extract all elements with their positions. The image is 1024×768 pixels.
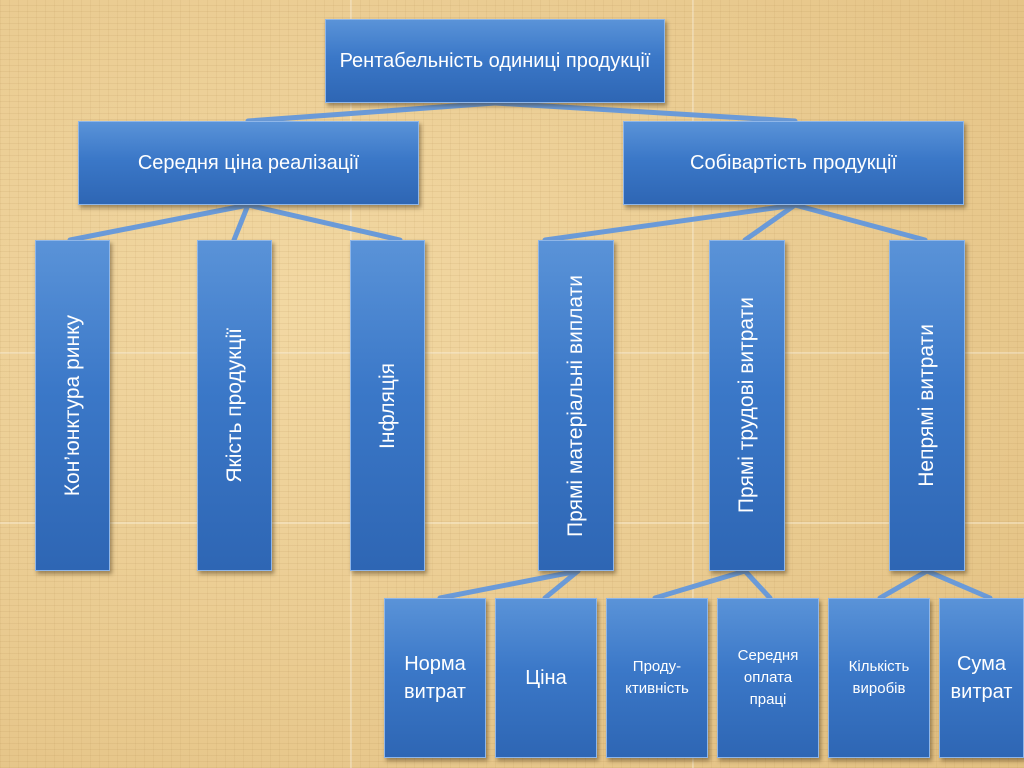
connector (67, 202, 251, 243)
node-label: Сума витрат (950, 653, 1013, 703)
node-total-costs: Сума витрат (939, 598, 1024, 758)
connector (877, 568, 930, 601)
node-label: Непрямі витрати (915, 324, 938, 487)
node-label: Прямі матеріальні виплати (564, 274, 587, 537)
node-label: Середня оплата праці (737, 647, 799, 708)
node-label: Собівартість продукції (690, 152, 897, 174)
node-profitability: Рентабельність одиниці продукції (325, 19, 665, 103)
node-label: Норма витрат (404, 653, 466, 703)
node-label: Якість продукції (222, 328, 246, 483)
node-inflation: Інфляція (350, 240, 425, 571)
node-label: Кон’юнктура ринку (60, 314, 84, 497)
paper-fold-horizontal (0, 352, 1024, 354)
node-direct-material: Прямі матеріальні виплати (538, 240, 614, 571)
node-productivity: Проду-ктивність (606, 598, 708, 758)
node-cost-norm: Норма витрат (384, 598, 486, 758)
connector (742, 568, 773, 601)
node-price: Ціна (495, 598, 597, 758)
node-direct-labor: Прямі трудові витрати (709, 240, 785, 571)
node-label: Ціна (525, 667, 567, 689)
connector (792, 202, 928, 243)
node-label: Середня ціна реалізації (137, 152, 360, 174)
node-market-conditions: Кон’юнктура ринку (35, 240, 110, 571)
paper-fold-vertical (692, 0, 694, 768)
node-item-count: Кількість виробів (828, 598, 930, 758)
node-cost-price: Собівартість продукції (623, 121, 964, 205)
node-indirect-costs: Непрямі витрати (889, 240, 965, 571)
paper-fold-horizontal (0, 522, 1024, 524)
node-average-price: Середня ціна реалізації (78, 121, 419, 205)
connector (742, 202, 798, 243)
connector (437, 568, 581, 601)
node-average-pay: Середня оплата праці (717, 598, 819, 758)
node-label: Інфляція (375, 362, 399, 449)
connector (245, 202, 403, 243)
node-label: Прямі трудові витрати (735, 297, 758, 514)
node-label: Кількість виробів (848, 658, 910, 697)
connector (245, 100, 498, 124)
node-label: Проду-ктивність (625, 658, 689, 697)
connector (652, 568, 748, 601)
connector (231, 202, 251, 243)
connector (924, 568, 993, 601)
connector (492, 100, 798, 124)
node-product-quality: Якість продукції (197, 240, 272, 571)
connector (542, 202, 798, 243)
node-label: Рентабельність одиниці продукції (339, 50, 651, 72)
connector (542, 568, 581, 601)
